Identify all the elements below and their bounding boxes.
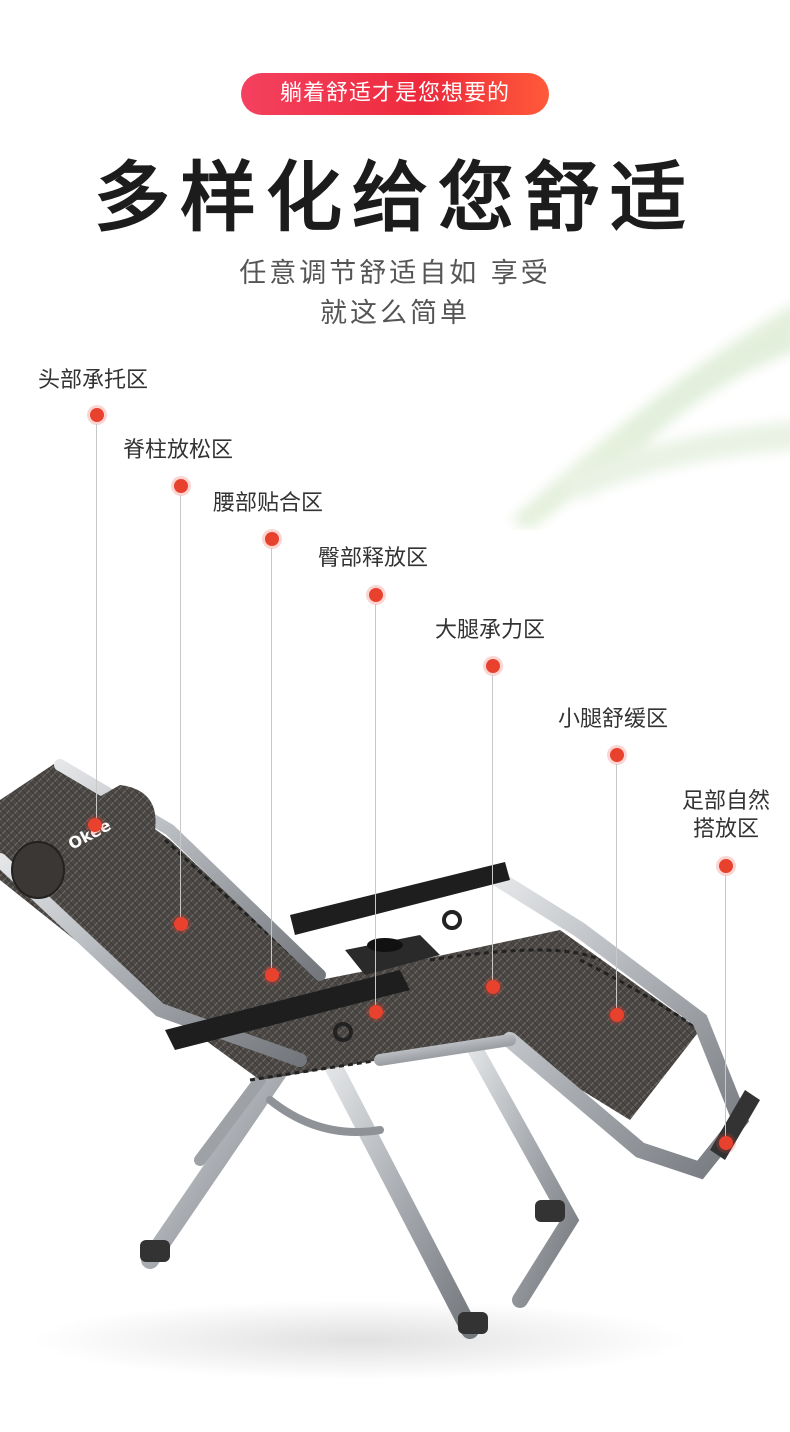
- chair-legs: [140, 1031, 580, 1339]
- leader-line-calf: [616, 764, 617, 1012]
- leader-line-hip: [375, 604, 376, 1009]
- zone-label-foot-line1: 足部自然: [681, 789, 770, 814]
- zone-dot-thigh: [486, 659, 500, 673]
- leader-line-thigh: [492, 675, 493, 987]
- zone-dot-spine: [174, 479, 188, 493]
- zone-point-foot: [719, 1136, 733, 1150]
- leaf-decoration: [510, 305, 790, 530]
- zone-point-waist: [265, 968, 279, 982]
- cup-holder: [345, 935, 440, 975]
- zone-point-head: [88, 818, 102, 832]
- zone-dot-hip: [369, 588, 383, 602]
- zone-label-head: 头部承托区: [38, 368, 149, 393]
- leader-line-head: [96, 424, 97, 824]
- zone-label-calf: 小腿舒缓区: [558, 707, 669, 732]
- zone-label-waist: 腰部贴合区: [213, 491, 324, 516]
- tagline-pill: 躺着舒适才是您想要的: [241, 73, 549, 115]
- zone-label-spine: 脊柱放松区: [123, 438, 234, 463]
- zone-dot-calf: [610, 748, 624, 762]
- zone-label-hip: 臀部释放区: [318, 546, 429, 571]
- subtitle-line-2: 就这么简单: [320, 298, 470, 329]
- zone-point-thigh: [486, 980, 500, 994]
- chair-fabric: [0, 760, 700, 1120]
- zone-dot-foot: [719, 859, 733, 873]
- floor-shadow: [30, 1300, 690, 1380]
- leader-line-waist: [271, 548, 272, 973]
- armrests: [165, 862, 510, 1050]
- zone-label-thigh: 大腿承力区: [435, 618, 546, 643]
- zone-label-foot: 足部自然 搭放区: [676, 788, 776, 844]
- zone-label-foot-line2: 搭放区: [692, 817, 759, 842]
- headrest-pillow: Okee: [11, 785, 156, 899]
- zone-dot-waist: [265, 532, 279, 546]
- zone-dot-head: [90, 408, 104, 422]
- leader-line-spine: [180, 495, 181, 920]
- leader-line-foot: [725, 875, 726, 1137]
- subtitle-line-1: 任意调节舒适自如 享受: [239, 258, 551, 289]
- zone-point-hip: [369, 1005, 383, 1019]
- page-title: 多样化给您舒适: [94, 153, 696, 242]
- zone-point-spine: [174, 917, 188, 931]
- zone-point-calf: [610, 1008, 624, 1022]
